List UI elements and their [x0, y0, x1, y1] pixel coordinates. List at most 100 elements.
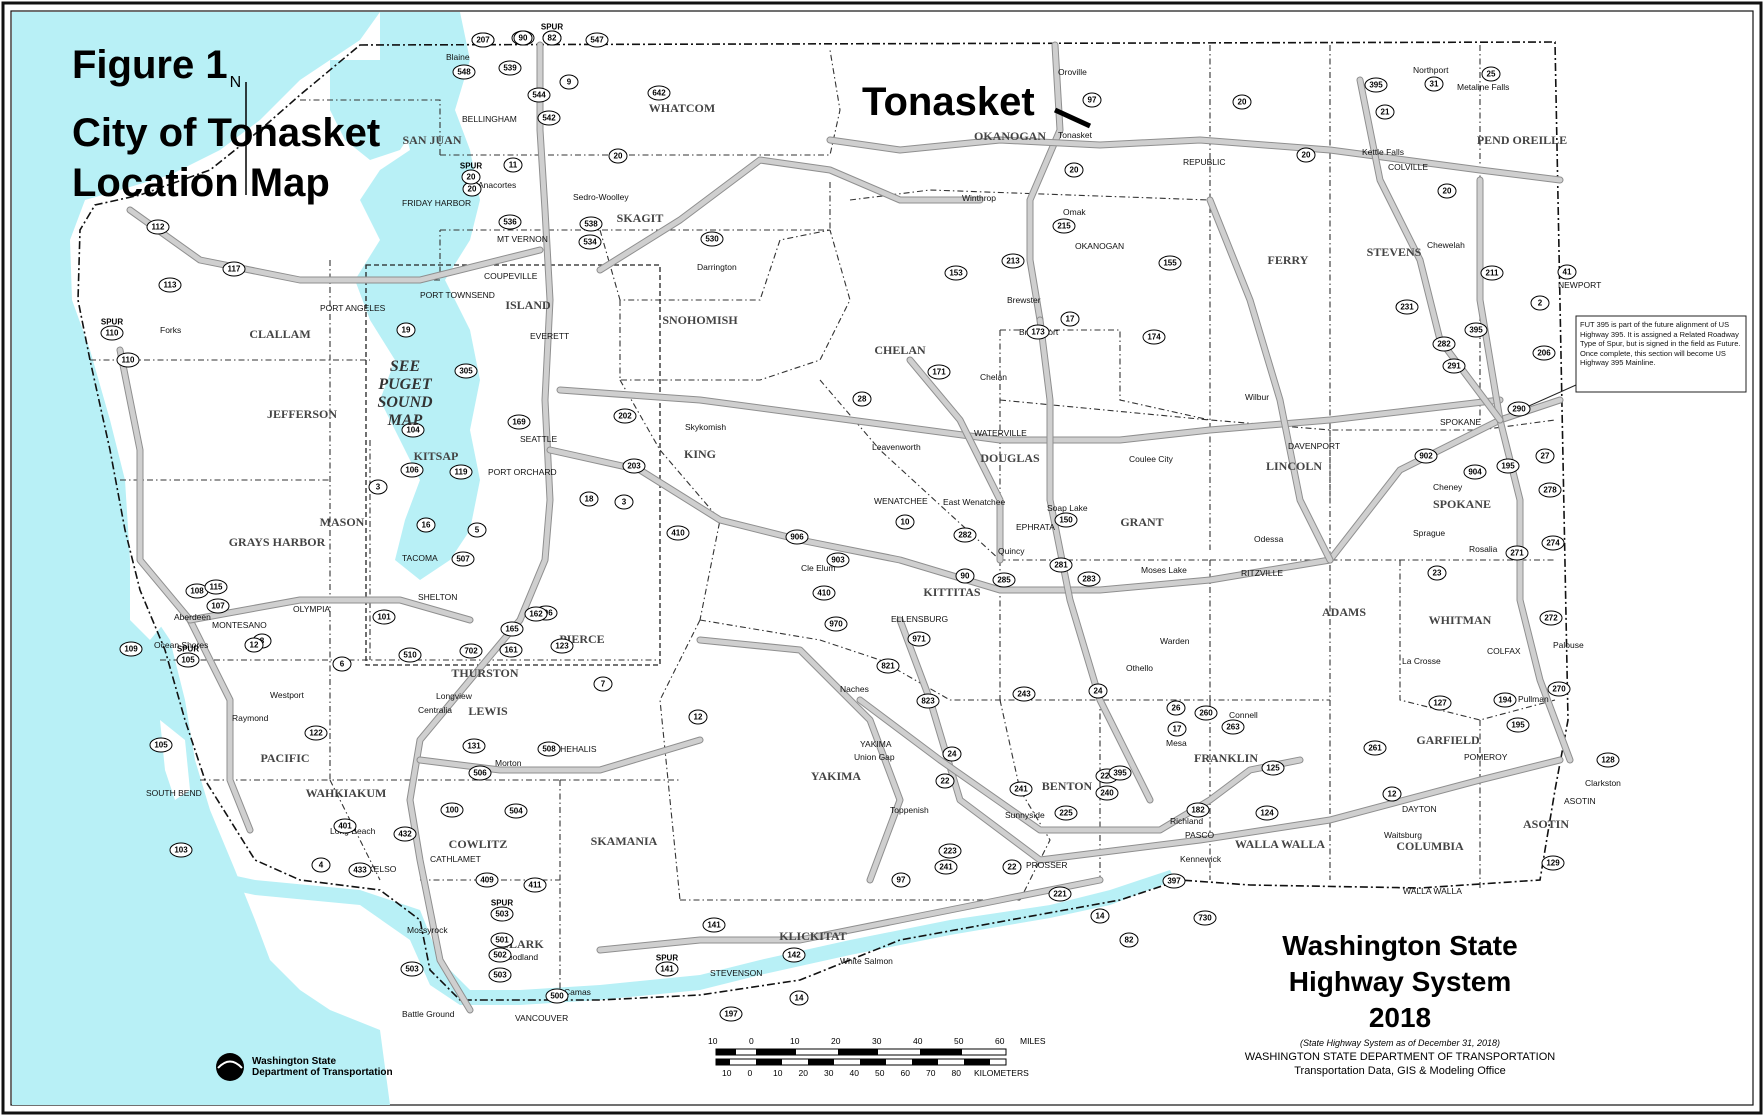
route-shield: 153 [944, 265, 968, 281]
route-shield: 534 [578, 234, 602, 250]
svg-text:904: 904 [1468, 468, 1482, 477]
svg-text:SPUR: SPUR [541, 23, 563, 32]
route-shield: 12 [688, 709, 708, 725]
route-shield: 904 [1463, 464, 1487, 480]
scale-tick-label: 10 [773, 1068, 783, 1078]
county-label: KITTITAS [923, 585, 980, 599]
county-label: LEWIS [468, 704, 508, 718]
svg-text:902: 902 [1419, 452, 1433, 461]
route-shield: 9 [559, 74, 579, 90]
route-shield: 97 [1082, 92, 1102, 108]
city-label: Waitsburg [1384, 830, 1422, 840]
city-label: Tonasket [1058, 130, 1093, 140]
city-label: ELLENSBURG [891, 614, 948, 624]
figure-title-line2: City of Tonasket [72, 111, 381, 155]
route-shield: 544 [527, 87, 551, 103]
city-label: COLFAX [1487, 646, 1521, 656]
scale-bar-graphic [715, 1048, 1007, 1066]
route-shield: 971 [907, 631, 931, 647]
svg-text:195: 195 [1501, 462, 1515, 471]
route-shield: 165 [500, 621, 524, 637]
route-shield: 3 [614, 494, 634, 510]
svg-text:115: 115 [210, 583, 223, 592]
svg-text:730: 730 [1198, 914, 1212, 923]
svg-text:8: 8 [260, 637, 265, 646]
city-label: STEVENSON [710, 968, 762, 978]
route-shield: 124 [1255, 805, 1279, 821]
county-label: SAN JUAN [402, 133, 461, 147]
svg-text:215: 215 [1057, 222, 1071, 231]
svg-text:123: 123 [555, 642, 569, 651]
svg-text:SPUR: SPUR [101, 318, 123, 327]
route-shield: 261 [1363, 740, 1387, 756]
route-shield: 28 [852, 391, 872, 407]
city-label: Battle Ground [402, 1009, 455, 1019]
route-shield: 26 [1166, 700, 1186, 716]
svg-text:20: 20 [614, 152, 623, 161]
route-shield: 539 [498, 60, 522, 76]
svg-text:241: 241 [939, 863, 953, 872]
map-title-year: 2018 [1368, 1002, 1432, 1033]
svg-text:241: 241 [1014, 785, 1028, 794]
svg-text:12: 12 [1388, 790, 1397, 799]
route-shield: 125 [1261, 760, 1285, 776]
svg-text:12: 12 [250, 641, 259, 650]
svg-text:165: 165 [505, 625, 519, 634]
svg-text:548: 548 [457, 68, 471, 77]
scale-km-unit: KILOMETERS [974, 1068, 1029, 1078]
svg-text:20: 20 [1302, 151, 1311, 160]
svg-text:182: 182 [1191, 806, 1205, 815]
county-label: FRANKLIN [1194, 751, 1258, 765]
figure-title-line3: Location Map [72, 161, 330, 205]
route-shield: 161 [499, 642, 523, 658]
city-label: Morton [495, 758, 522, 768]
route-shield: 500 [545, 988, 569, 1004]
svg-text:203: 203 [627, 462, 641, 471]
svg-text:547: 547 [590, 36, 604, 45]
route-shield: 11 [503, 157, 523, 173]
county-label: WALLA WALLA [1235, 837, 1325, 851]
route-shield: 24 [942, 746, 962, 762]
svg-text:10: 10 [901, 518, 910, 527]
svg-text:272: 272 [1544, 614, 1558, 623]
svg-text:110: 110 [122, 356, 135, 365]
city-label: Cle Elum [801, 563, 835, 573]
city-label: NEWPORT [1558, 280, 1601, 290]
svg-text:14: 14 [1096, 912, 1105, 921]
route-shield: 17 [1060, 311, 1080, 327]
county-label: MASON [320, 515, 365, 529]
county-label: KITSAP [414, 449, 459, 463]
svg-text:285: 285 [997, 576, 1011, 585]
route-shield: 195 [1506, 717, 1530, 733]
city-label: Skykomish [685, 422, 726, 432]
svg-text:305: 305 [459, 367, 473, 376]
svg-text:5: 5 [475, 526, 480, 535]
route-shield: 128 [1596, 752, 1620, 768]
svg-text:108: 108 [190, 587, 204, 596]
city-label: Othello [1126, 663, 1153, 673]
svg-text:274: 274 [1546, 539, 1560, 548]
scale-tick-label: 40 [849, 1068, 859, 1078]
route-shield: 432 [393, 826, 417, 842]
scale-tick-label: 70 [926, 1068, 936, 1078]
svg-text:278: 278 [1543, 486, 1557, 495]
svg-text:544: 544 [532, 91, 546, 100]
city-label: La Crosse [1402, 656, 1441, 666]
scale-tick-label: 40 [913, 1036, 923, 1046]
svg-text:11: 11 [509, 161, 518, 170]
route-shield: 123 [550, 638, 574, 654]
city-label: Longview [436, 691, 473, 701]
city-label: Leavenworth [872, 442, 921, 452]
route-shield: 23 [1427, 565, 1447, 581]
route-shield: 22 [935, 773, 955, 789]
svg-text:103: 103 [174, 846, 188, 855]
svg-text:538: 538 [584, 220, 598, 229]
route-shield: 503 [488, 967, 512, 983]
city-label: Pullman [1518, 694, 1549, 704]
map-title-line1: Washington State [1282, 930, 1518, 961]
city-label: Chelan [980, 372, 1007, 382]
svg-text:110: 110 [106, 329, 119, 338]
route-shield: 231 [1395, 299, 1419, 315]
